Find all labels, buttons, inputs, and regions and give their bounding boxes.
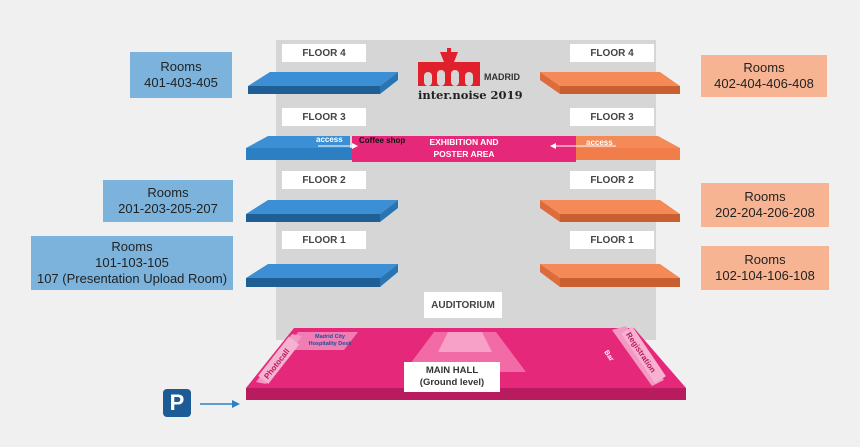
exhibition-label-line2: POSTER AREA xyxy=(433,149,494,159)
floor4-left-label: FLOOR 4 xyxy=(282,44,366,62)
rooms-107-upload: 107 (Presentation Upload Room) xyxy=(36,271,228,286)
hospitality-desk-line2: Hospitality Desk xyxy=(309,341,353,347)
floor2-right-label: FLOOR 2 xyxy=(570,171,654,189)
rooms-401-title: Rooms xyxy=(160,59,202,74)
floor1-right-label: FLOOR 1 xyxy=(570,231,654,249)
floor1-left-label: FLOOR 1 xyxy=(282,231,366,249)
rooms-201-box: Rooms 201-203-205-207 xyxy=(103,180,233,222)
floor2-left-slab xyxy=(246,200,398,222)
rooms-402-title: Rooms xyxy=(743,60,785,75)
floor4-right-slab xyxy=(540,72,680,94)
floor4-right-label: FLOOR 4 xyxy=(570,44,654,62)
rooms-402-numbers: 402-404-406-408 xyxy=(714,76,814,91)
rooms-102-title: Rooms xyxy=(744,252,786,267)
rooms-101-numbers: 101-103-105 xyxy=(95,255,169,270)
rooms-202-box: Rooms 202-204-206-208 xyxy=(701,183,829,227)
floor3-left-label: FLOOR 3 xyxy=(282,108,366,126)
rooms-102-box: Rooms 102-104-106-108 xyxy=(701,246,829,290)
floor1-right-slab xyxy=(540,264,680,287)
rooms-202-title: Rooms xyxy=(744,189,786,204)
rooms-102-numbers: 102-104-106-108 xyxy=(715,268,815,283)
logo-event: inter.noise 2019 xyxy=(418,88,523,102)
exhibition-label-line1: EXHIBITION AND xyxy=(429,137,498,147)
rooms-202-numbers: 202-204-206-208 xyxy=(715,205,815,220)
floor2-right-slab xyxy=(540,200,680,222)
floor1-left-slab xyxy=(246,264,398,287)
floor3-slab xyxy=(246,136,680,162)
parking-sign-icon: P xyxy=(163,389,191,417)
floor2-left-label: FLOOR 2 xyxy=(282,171,366,189)
floor3-right-label: FLOOR 3 xyxy=(570,108,654,126)
logo-city: MADRID xyxy=(484,72,520,82)
floor4-left-slab xyxy=(248,72,398,94)
main-hall-line1: MAIN HALL xyxy=(425,365,479,376)
floor3-arrows xyxy=(318,143,616,149)
coffee-shop-label: Coffee shop xyxy=(359,136,405,145)
parking-arrow-icon xyxy=(200,400,240,408)
auditorium-label: AUDITORIUM xyxy=(424,292,502,318)
access-left-label: access xyxy=(316,135,343,144)
access-right-label: access xyxy=(586,138,613,147)
logo-gate-icon xyxy=(418,48,480,86)
rooms-201-title: Rooms xyxy=(147,185,189,200)
rooms-402-box: Rooms 402-404-406-408 xyxy=(701,55,827,97)
main-hall-line2: (Ground level) xyxy=(419,377,485,388)
rooms-101-title: Rooms xyxy=(111,239,153,254)
parking-letter: P xyxy=(169,390,185,415)
rooms-401-numbers: 401-403-405 xyxy=(144,75,218,90)
rooms-101-box: Rooms 101-103-105 107 (Presentation Uplo… xyxy=(31,236,233,290)
hospitality-desk-line1: Madrid City xyxy=(315,334,346,340)
main-hall-label: MAIN HALL (Ground level) xyxy=(404,362,500,392)
rooms-201-numbers: 201-203-205-207 xyxy=(118,201,218,216)
rooms-401-box: Rooms 401-403-405 xyxy=(130,52,232,98)
